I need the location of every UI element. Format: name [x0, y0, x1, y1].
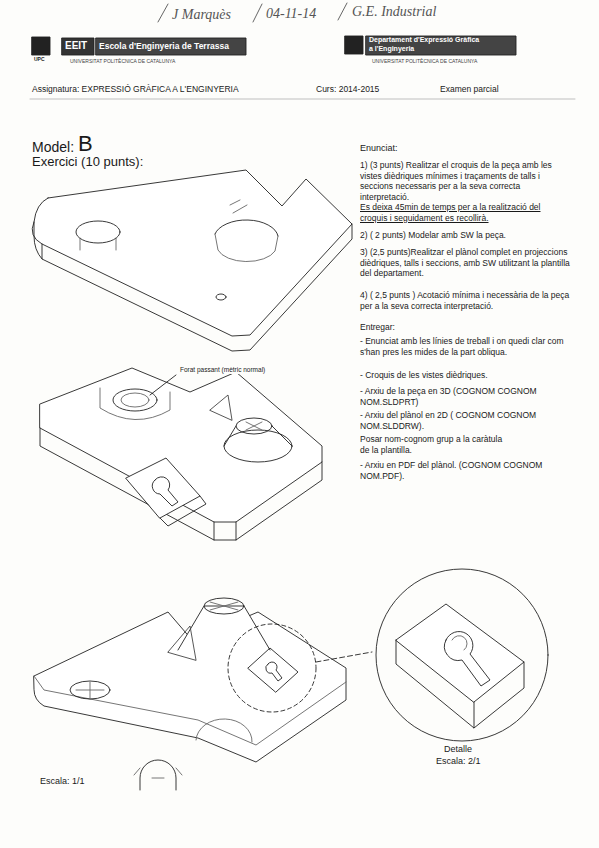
- instruction-text: 1) (3 punts) Realitzar el croquis de la …: [360, 160, 570, 203]
- logo-text: Escola d'Enginyeria de Terrassa: [99, 41, 229, 52]
- deliverable-item: - Croquis de les vistes dièdriques.: [360, 370, 570, 381]
- logo-text: Departament d'Expressió Gràfica: [369, 36, 479, 44]
- deliverable-item: - Enunciat amb les línies de treball i o…: [360, 336, 570, 357]
- header-text: Assignatura: EXPRESSIÓ GRÀFICA A L'ENGIN…: [32, 84, 239, 95]
- header-text: Examen parcial: [440, 84, 499, 95]
- deliverable-item: - Arxiu en PDF del plànol. (COGNOM COGNO…: [360, 460, 570, 481]
- model-letter: B: [78, 130, 93, 158]
- detail-label: Detalle: [444, 744, 472, 755]
- header-text: Curs: 2014-2015: [316, 84, 379, 95]
- deliverable-item: - Arxiu de la peça en 3D (COGNOM COGNOM …: [360, 386, 570, 407]
- section-heading: Entregar:: [360, 322, 570, 333]
- deliverable-item: Posar nom-cognom grup a la caràtula de l…: [360, 434, 510, 455]
- model-label: Model:: [32, 139, 74, 157]
- handwritten-note: J Marquès: [172, 6, 231, 24]
- logo-text: UNIVERSITAT POLITÈCNICA DE CATALUNYA: [372, 58, 477, 64]
- deliverable-item: - Arxiu del plànol en 2D ( COGNOM COGNOM…: [360, 410, 570, 431]
- handwritten-note: G.E. Industrial: [352, 3, 436, 21]
- logo-text: EEIT: [65, 40, 87, 53]
- instruction-text: 2) ( 2 punts) Modelar amb SW la peça.: [360, 230, 570, 241]
- logo-text: UPC: [34, 56, 45, 62]
- section-heading: Enunciat:: [360, 143, 398, 154]
- instruction-text: 3) (2,5 punts)Realitzar el plànol comple…: [360, 247, 570, 279]
- callout-label: Forat passant (mètric normal): [178, 366, 267, 374]
- exercise-title: Exercici (10 punts):: [32, 154, 143, 170]
- instruction-text: 4) ( 2,5 punts ) Acotació mínima i neces…: [360, 290, 570, 311]
- handwritten-note: 04-11-14: [266, 5, 316, 23]
- logo-text: UNIVERSITAT POLITÈCNICA DE CATALUNYA: [70, 58, 175, 64]
- instruction-note: Es deixa 45min de temps per a la realitz…: [360, 202, 570, 223]
- scale-label: Escala: 1/1: [40, 776, 85, 787]
- logo-text: a l'Enginyeria: [369, 45, 414, 53]
- scale-label: Escala: 2/1: [436, 756, 481, 767]
